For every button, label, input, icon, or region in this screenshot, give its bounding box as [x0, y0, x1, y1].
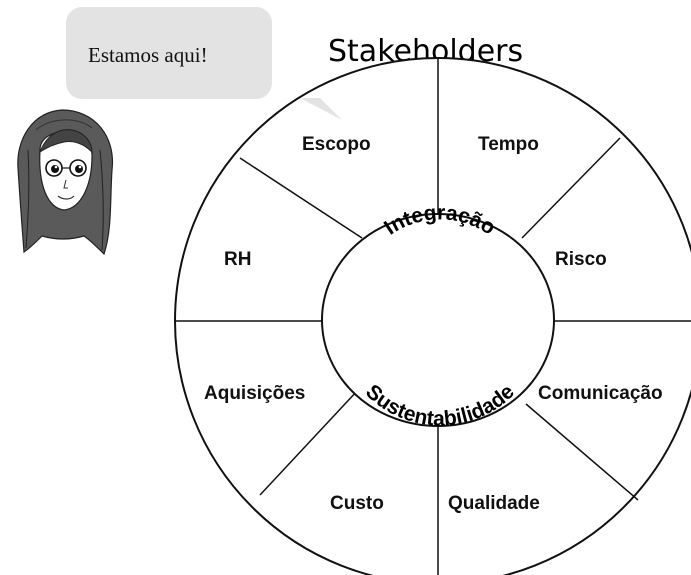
- segment-label-qualidade: Qualidade: [448, 493, 540, 514]
- segment-label-aquisicoes: Aquisições: [204, 383, 305, 404]
- wheel: [174, 57, 691, 575]
- spoke-bottom-right: [525, 403, 639, 501]
- segment-label-escopo: Escopo: [302, 134, 371, 155]
- segment-label-custo: Custo: [330, 493, 384, 514]
- spoke-bottom-left: [259, 389, 359, 496]
- speech-bubble: Estamos aqui!: [66, 7, 342, 120]
- spoke-top-right: [521, 137, 621, 239]
- segment-label-risco: Risco: [555, 249, 607, 270]
- spoke-top-left: [239, 157, 363, 239]
- speech-bubble-box: [66, 7, 272, 99]
- speech-bubble-text: Estamos aqui!: [88, 43, 208, 67]
- segment-label-tempo: Tempo: [478, 134, 539, 155]
- segment-label-rh: RH: [224, 249, 251, 270]
- inner-circle: [321, 213, 555, 427]
- speech-bubble-tail: [300, 98, 342, 120]
- girl-avatar-icon: [17, 109, 114, 256]
- segment-label-comunicacao: Comunicação: [538, 383, 663, 404]
